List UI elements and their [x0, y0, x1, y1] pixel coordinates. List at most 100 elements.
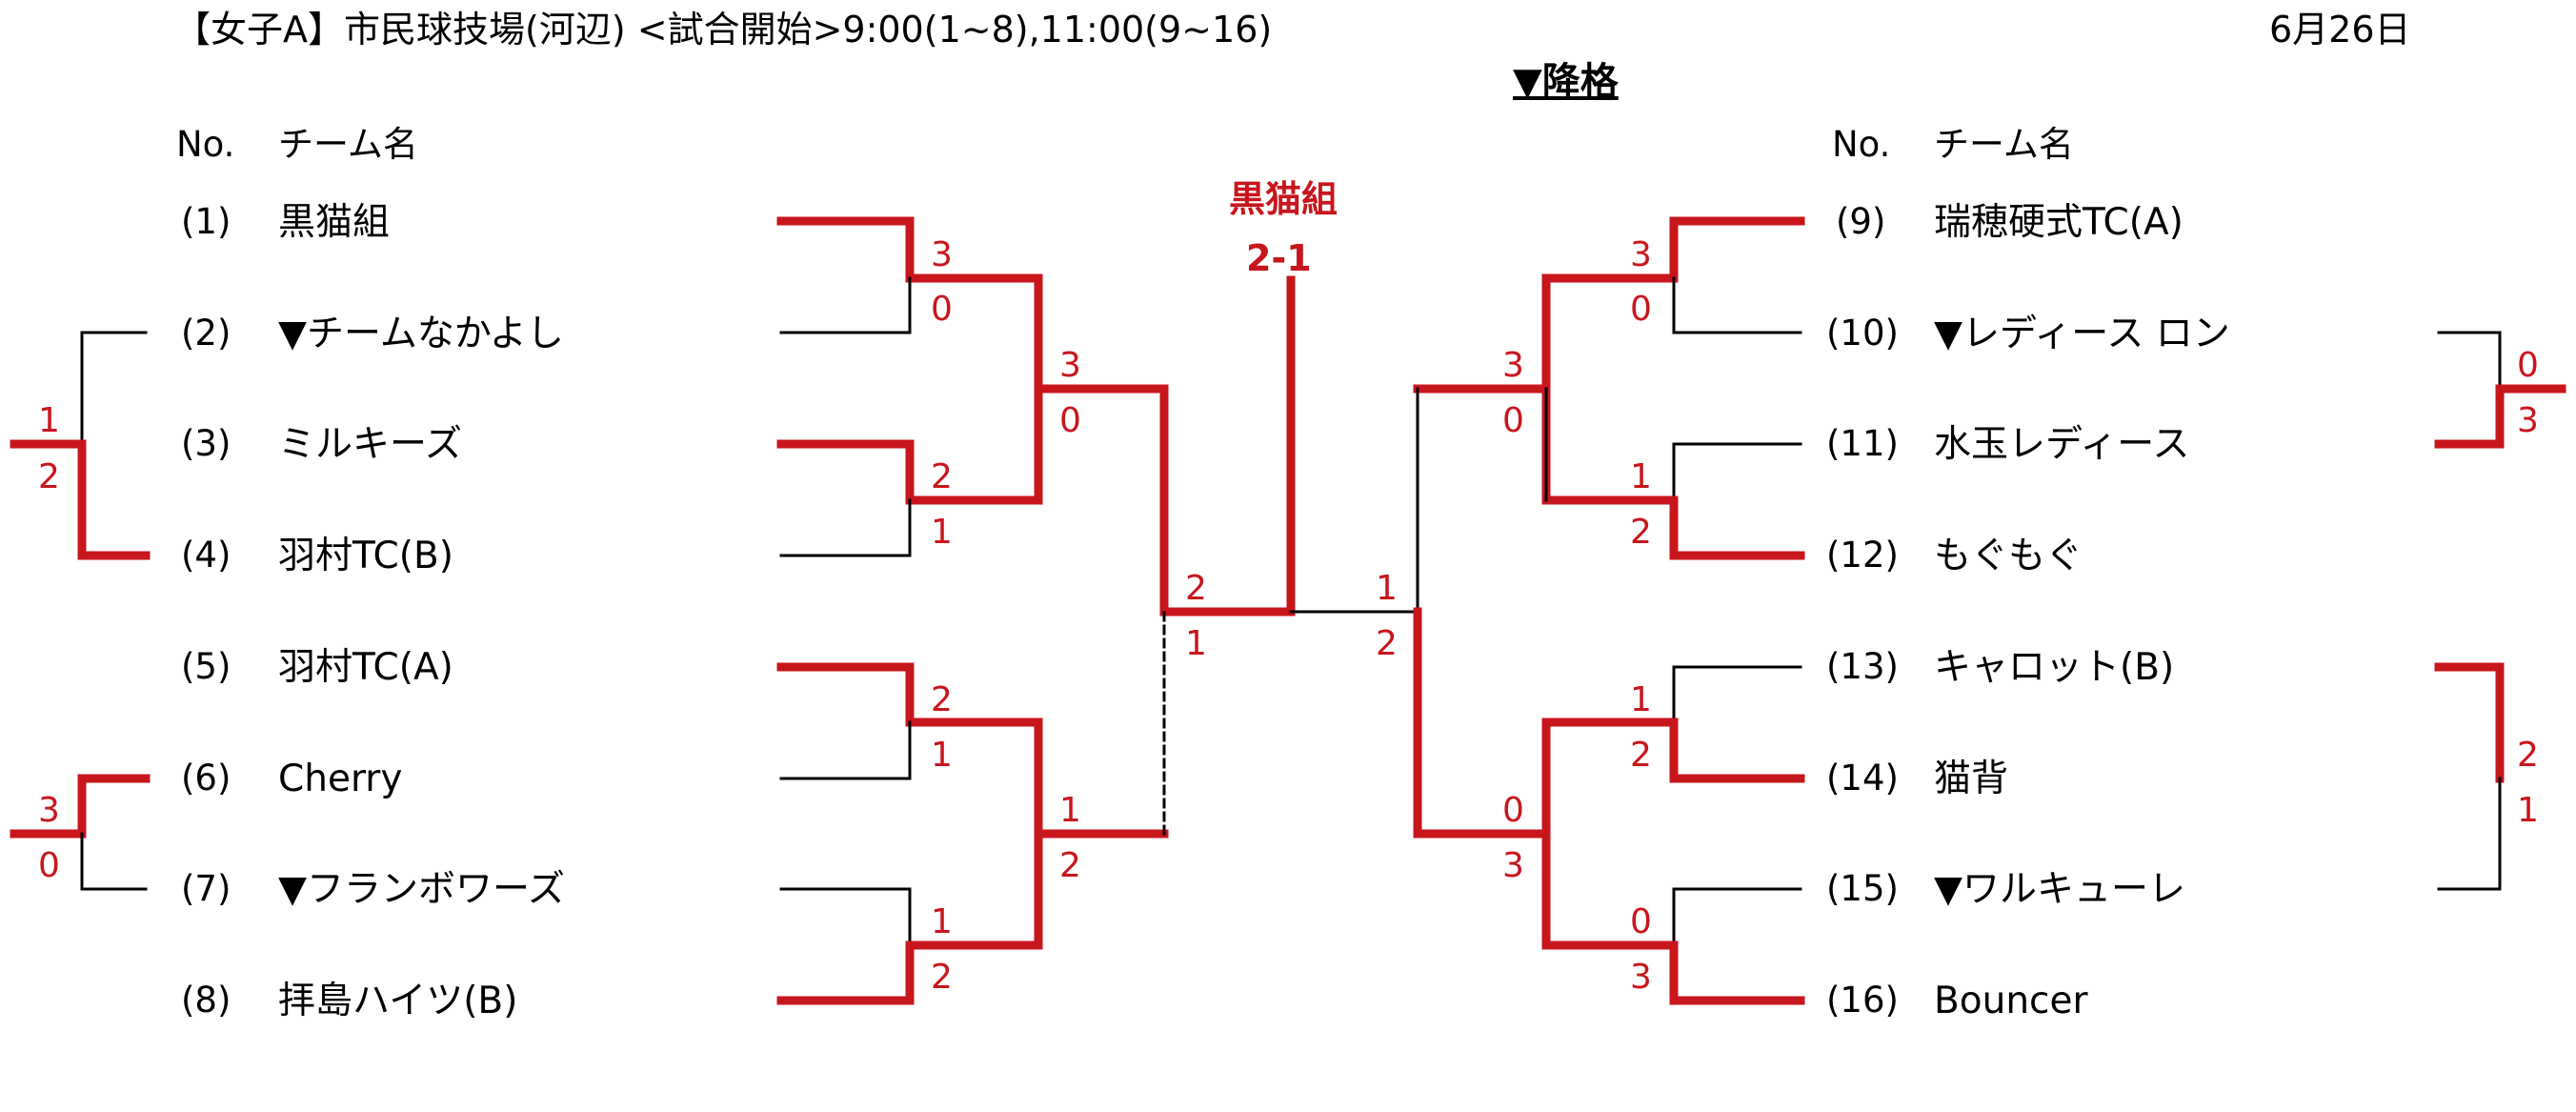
score: 3 — [931, 235, 953, 274]
team-number: (9) — [1836, 201, 1886, 242]
bracket-line — [1672, 887, 1802, 947]
team-name: キャロット(B) — [1934, 646, 2175, 689]
score: 3 — [1502, 346, 1524, 385]
score: 3 — [2517, 401, 2539, 440]
team-name: 黒猫組 — [278, 201, 391, 244]
score: 1 — [931, 902, 953, 941]
bracket-line — [80, 331, 148, 446]
score: 0 — [1059, 401, 1081, 440]
score: 0 — [1502, 401, 1524, 440]
team-number: (11) — [1826, 423, 1899, 464]
score: 1 — [38, 401, 60, 440]
relegation-legend: ▼降格 — [1513, 60, 1619, 104]
bracket-line — [2437, 331, 2502, 391]
team-number: (5) — [181, 646, 231, 687]
score: 1 — [1185, 624, 1207, 663]
score: 2 — [2517, 736, 2539, 775]
tournament-date: 6月26日 — [2269, 9, 2411, 51]
team-number: (13) — [1826, 646, 1899, 687]
bracket-line — [1672, 276, 1802, 334]
bracket-line — [779, 887, 912, 947]
score: 3 — [1059, 346, 1081, 385]
bracket-line — [776, 384, 1043, 505]
team-number: (16) — [1826, 980, 1899, 1021]
right-no-header: No. — [1832, 124, 1891, 165]
team-number: (12) — [1826, 535, 1899, 576]
bracket-line — [779, 276, 912, 334]
team-name: ▼レディース ロン — [1934, 313, 2230, 355]
score: 3 — [38, 791, 60, 830]
left-team-header: チーム名 — [278, 124, 418, 165]
team-number: (1) — [181, 201, 231, 242]
champion-name: 黒猫組 — [1229, 178, 1338, 220]
bracket-line — [2434, 662, 2505, 783]
score: 3 — [1630, 235, 1652, 274]
score: 2 — [1630, 513, 1652, 552]
team-number: (3) — [181, 423, 231, 464]
team-name: ▼フランボワーズ — [278, 868, 566, 911]
team-name: 猫背 — [1934, 758, 2009, 800]
score: 1 — [931, 513, 953, 552]
bracket-line — [1672, 442, 1802, 502]
bracket-line — [80, 832, 148, 891]
bracket-line — [1672, 665, 1802, 724]
score: 1 — [2517, 791, 2539, 830]
score: 1 — [1376, 569, 1398, 608]
bracket-line — [779, 720, 912, 780]
score: 3 — [1630, 958, 1652, 997]
score: 2 — [931, 958, 953, 997]
team-number: (2) — [181, 313, 231, 354]
team-name: ▼ワルキューレ — [1934, 868, 2185, 911]
team-number: (4) — [181, 535, 231, 576]
tournament-title: 【女子A】市民球技場(河辺) <試合開始>9:00(1~8),11:00(9~1… — [174, 9, 1273, 51]
bracket-line — [2437, 777, 2502, 891]
bracket-line — [10, 439, 151, 560]
bracket-line — [776, 829, 1169, 1005]
score: 2 — [1185, 569, 1207, 608]
final-score: 2-1 — [1246, 237, 1312, 279]
team-name: ▼チームなかよし — [278, 313, 564, 355]
bracket-line — [1413, 607, 1551, 839]
score: 0 — [931, 290, 953, 329]
bracket-line — [779, 498, 912, 557]
left-no-header: No. — [176, 124, 235, 165]
team-name: 羽村TC(B) — [278, 535, 453, 577]
score: 0 — [1630, 290, 1652, 329]
team-number: (6) — [181, 758, 231, 799]
team-name: Bouncer — [1934, 980, 2088, 1022]
score: 2 — [38, 457, 60, 496]
team-number: (15) — [1826, 868, 1899, 909]
team-name: Cherry — [278, 758, 403, 800]
team-number: (8) — [181, 980, 231, 1021]
score: 1 — [931, 736, 953, 775]
team-number: (7) — [181, 868, 231, 909]
score: 2 — [931, 457, 953, 496]
score: 2 — [931, 680, 953, 719]
bracket-line — [10, 774, 151, 839]
bracket-line — [2434, 384, 2566, 449]
score: 0 — [38, 846, 60, 885]
score: 1 — [1630, 457, 1652, 496]
team-name: 拝島ハイツ(B) — [278, 980, 518, 1022]
team-name: 羽村TC(A) — [278, 646, 453, 689]
score: 0 — [2517, 346, 2539, 385]
score: 1 — [1630, 680, 1652, 719]
score: 2 — [1059, 846, 1081, 885]
team-name: ミルキーズ — [278, 423, 463, 466]
score: 0 — [1630, 902, 1652, 941]
bracket-line — [1541, 829, 1805, 1005]
team-number: (10) — [1826, 313, 1899, 354]
team-name: 瑞穂硬式TC(A) — [1934, 201, 2184, 244]
score: 2 — [1376, 624, 1398, 663]
bracket-line — [1541, 718, 1805, 839]
team-name: 水玉レディース — [1934, 423, 2190, 466]
score: 0 — [1502, 791, 1524, 830]
bracket-line — [1413, 216, 1805, 394]
right-team-header: チーム名 — [1934, 124, 2074, 165]
team-number: (14) — [1826, 758, 1899, 799]
score: 1 — [1059, 791, 1081, 830]
team-name: もぐもぐ — [1934, 535, 2083, 577]
score: 2 — [1630, 736, 1652, 775]
score: 3 — [1502, 846, 1524, 885]
